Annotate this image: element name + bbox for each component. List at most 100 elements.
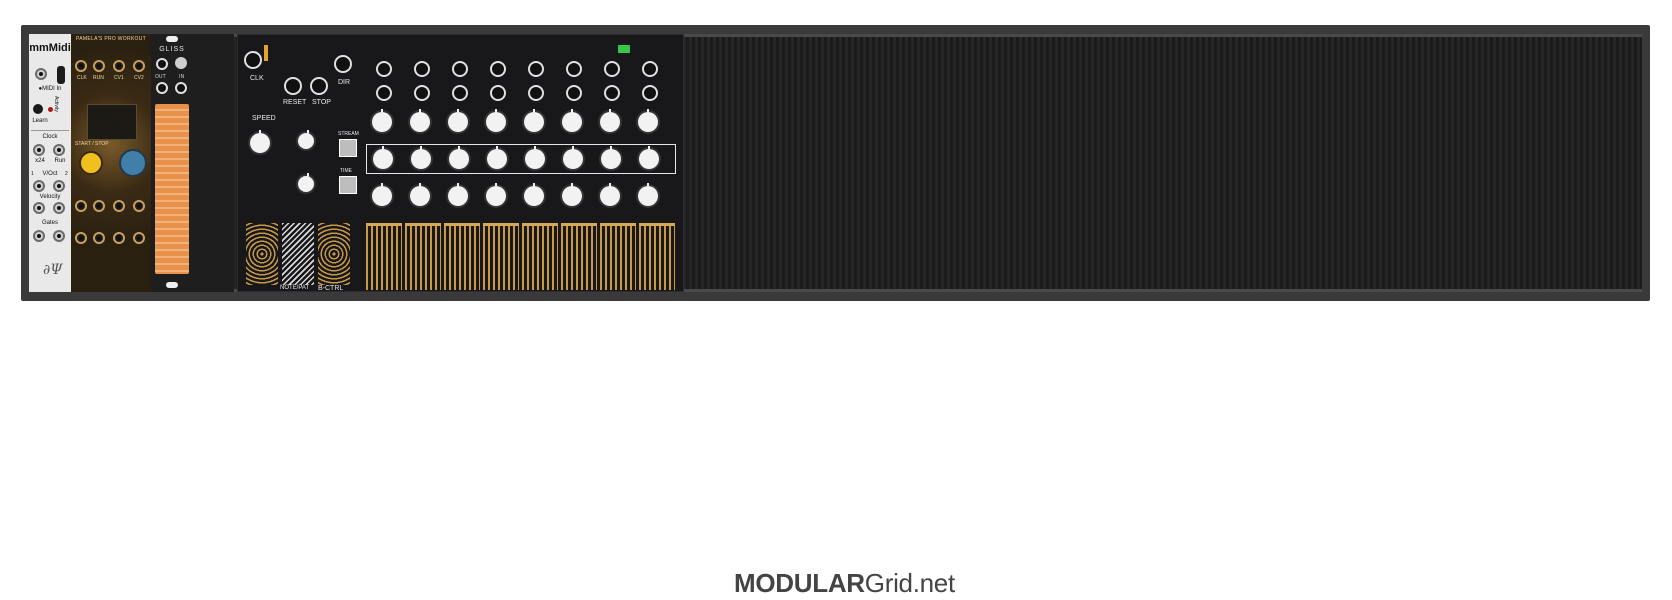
stream-button[interactable] bbox=[339, 139, 357, 157]
step-knob[interactable] bbox=[373, 146, 393, 169]
gate-jack-6[interactable] bbox=[566, 85, 582, 101]
gate-jack-7[interactable] bbox=[604, 85, 620, 101]
step-knob[interactable] bbox=[449, 146, 469, 169]
step-knob[interactable] bbox=[524, 109, 544, 132]
step-knob[interactable] bbox=[448, 109, 468, 132]
out8-jack[interactable] bbox=[133, 232, 145, 244]
out5-jack[interactable] bbox=[75, 232, 87, 244]
out1-jack[interactable] bbox=[75, 200, 87, 212]
out6-jack[interactable] bbox=[93, 232, 105, 244]
gate-jack-8[interactable] bbox=[642, 85, 658, 101]
stop-jack[interactable] bbox=[310, 77, 328, 95]
attenuator-knob[interactable] bbox=[298, 130, 314, 149]
module-gliss[interactable]: GLISS OUT IN bbox=[151, 34, 194, 292]
modulargrid-logo[interactable]: MODULARGrid.net bbox=[734, 568, 955, 599]
in-jack[interactable] bbox=[175, 82, 187, 94]
learn-button[interactable] bbox=[33, 104, 43, 114]
gate-jack-5[interactable] bbox=[528, 85, 544, 101]
gate-jack-3[interactable] bbox=[452, 85, 468, 101]
step-knob[interactable] bbox=[410, 183, 430, 206]
voct2-jack[interactable] bbox=[53, 180, 65, 192]
velocity2-jack[interactable] bbox=[53, 202, 65, 214]
step-touchpad-6[interactable] bbox=[561, 223, 597, 290]
out-jack[interactable] bbox=[156, 82, 168, 94]
step-knob[interactable] bbox=[562, 109, 582, 132]
gate-jack-2[interactable] bbox=[414, 85, 430, 101]
x-jack-7[interactable] bbox=[604, 61, 620, 77]
velocity1-jack[interactable] bbox=[33, 202, 45, 214]
speed-knob[interactable] bbox=[250, 130, 270, 153]
clk-jack[interactable] bbox=[75, 60, 87, 72]
start-stop-button[interactable] bbox=[79, 151, 103, 175]
clk-jack[interactable] bbox=[244, 51, 262, 69]
step-touchpad-2[interactable] bbox=[405, 223, 441, 290]
step-knob[interactable] bbox=[487, 146, 507, 169]
label-velocity: Velocity bbox=[39, 194, 61, 200]
cv2-jack[interactable] bbox=[133, 60, 145, 72]
module-rene[interactable]: CLK RESET STOP DIR SPEED STREAM TIME bbox=[237, 34, 684, 292]
label-midi-in: ●MIDI In bbox=[38, 86, 62, 92]
step-knob[interactable] bbox=[639, 146, 659, 169]
run-jack[interactable] bbox=[53, 144, 65, 156]
step-knob[interactable] bbox=[525, 146, 545, 169]
step-knob[interactable] bbox=[486, 183, 506, 206]
label-run: RUN bbox=[93, 75, 104, 81]
x-jack-5[interactable] bbox=[528, 61, 544, 77]
out4-jack[interactable] bbox=[133, 200, 145, 212]
step-touchpad-3[interactable] bbox=[444, 223, 480, 290]
x-jack-4[interactable] bbox=[490, 61, 506, 77]
step-knob[interactable] bbox=[372, 109, 392, 132]
step-touchpad-7[interactable] bbox=[600, 223, 636, 290]
gate2-jack[interactable] bbox=[53, 230, 65, 242]
x-jack-8[interactable] bbox=[642, 61, 658, 77]
cv1-jack[interactable] bbox=[113, 60, 125, 72]
step-knob[interactable] bbox=[486, 109, 506, 132]
step-knob[interactable] bbox=[411, 146, 431, 169]
step-touchpad-8[interactable] bbox=[639, 223, 675, 290]
x-ctrl-touchpad[interactable] bbox=[246, 223, 278, 285]
x-jack-1[interactable] bbox=[376, 61, 392, 77]
dir-jack[interactable] bbox=[334, 55, 352, 73]
run-jack[interactable] bbox=[93, 60, 105, 72]
midi-in-jack[interactable] bbox=[35, 68, 47, 80]
out3-jack[interactable] bbox=[113, 200, 125, 212]
gliss-button[interactable] bbox=[175, 57, 187, 69]
y-ctrl-touchpad[interactable] bbox=[282, 223, 314, 285]
module-pamelas-pro-workout[interactable]: PAMELA'S PRO WORKOUT CLK RUN CV1 CV2 STA… bbox=[71, 34, 152, 292]
voct1-jack[interactable] bbox=[33, 180, 45, 192]
step-touchpad-1[interactable] bbox=[366, 223, 402, 290]
clock-x24-jack[interactable] bbox=[33, 144, 45, 156]
reset-jack[interactable] bbox=[284, 77, 302, 95]
step-knob[interactable] bbox=[638, 109, 658, 132]
label-clock: Clock bbox=[42, 134, 58, 140]
x-jack-3[interactable] bbox=[452, 61, 468, 77]
step-knob[interactable] bbox=[601, 146, 621, 169]
step-knob[interactable] bbox=[410, 109, 430, 132]
step-knob[interactable] bbox=[372, 183, 392, 206]
gliss-jack-a[interactable] bbox=[156, 58, 168, 70]
step-knob[interactable] bbox=[563, 146, 583, 169]
step-touchpad-4[interactable] bbox=[483, 223, 519, 290]
time-button[interactable] bbox=[339, 176, 357, 194]
gate-jack-4[interactable] bbox=[490, 85, 506, 101]
step-knob[interactable] bbox=[448, 183, 468, 206]
gate1-jack[interactable] bbox=[33, 230, 45, 242]
touch-strip[interactable] bbox=[155, 104, 189, 274]
step-knob[interactable] bbox=[600, 183, 620, 206]
module-mmmidi[interactable]: mmMidi ●MIDI In Learn Activity Clock x24… bbox=[29, 34, 72, 292]
step-knob[interactable] bbox=[638, 183, 658, 206]
z-ctrl-touchpad[interactable] bbox=[318, 223, 350, 285]
step-knob[interactable] bbox=[600, 109, 620, 132]
label-x24: x24 bbox=[35, 158, 45, 164]
time-attenuator-knob[interactable] bbox=[298, 173, 314, 192]
x-jack-2[interactable] bbox=[414, 61, 430, 77]
step-knob[interactable] bbox=[524, 183, 544, 206]
rack: mmMidi ●MIDI In Learn Activity Clock x24… bbox=[21, 25, 1650, 301]
gate-jack-1[interactable] bbox=[376, 85, 392, 101]
x-jack-6[interactable] bbox=[566, 61, 582, 77]
encoder-knob[interactable] bbox=[119, 149, 147, 177]
step-knob[interactable] bbox=[562, 183, 582, 206]
out7-jack[interactable] bbox=[113, 232, 125, 244]
step-touchpad-5[interactable] bbox=[522, 223, 558, 290]
out2-jack[interactable] bbox=[93, 200, 105, 212]
